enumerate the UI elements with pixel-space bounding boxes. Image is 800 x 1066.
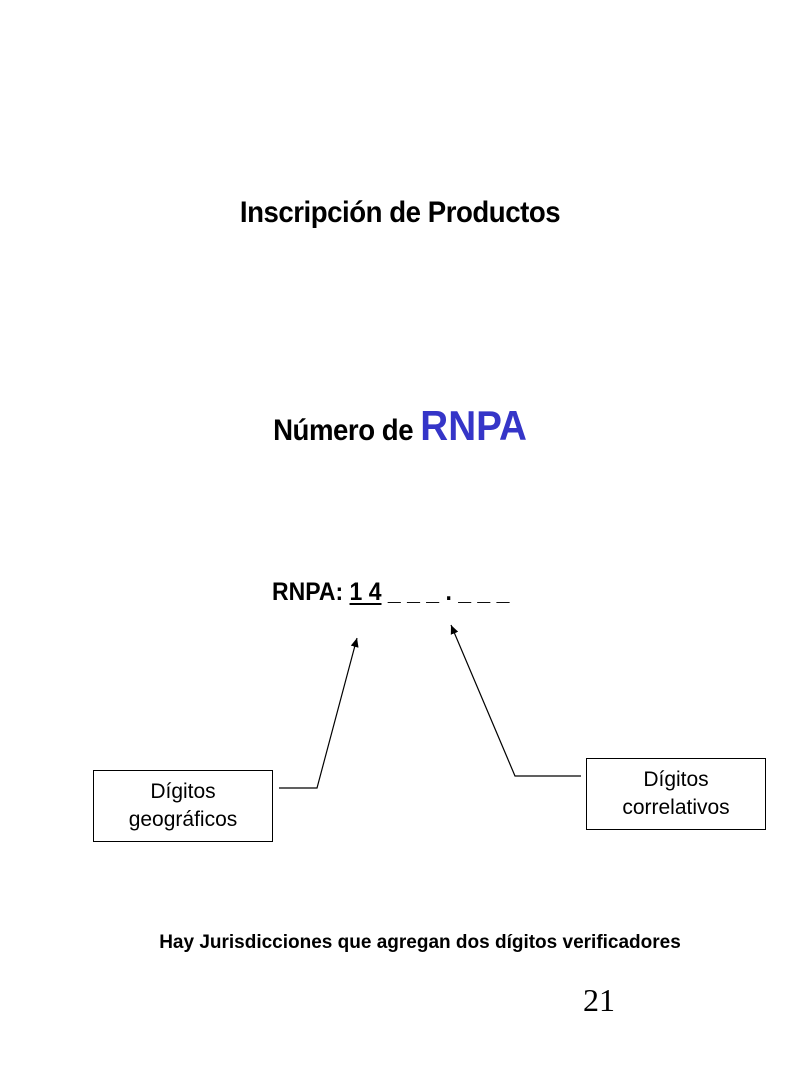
subtitle: Número de RNPA [32,402,768,450]
rnpa-placeholder-digits: _ _ _ . _ _ _ [381,578,510,606]
callout-geographic-digits: Dígitos geográficos [93,770,273,842]
footnote: Hay Jurisdicciones que agregan dos dígit… [159,932,681,953]
callout-correlative-digits: Dígitos correlativos [586,758,766,830]
callout-geographic-line-2: geográficos [128,808,238,831]
callout-geographic-line-1: Dígitos [150,780,216,803]
rnpa-fixed-digits: 1 4 [349,578,382,606]
subtitle-accent: RNPA [420,402,527,449]
rnpa-format: RNPA: 1 4 _ _ _ . _ _ _ [272,578,509,607]
arrow-geographic [279,637,359,789]
callout-correlative-line-2: correlativos [622,796,730,819]
subtitle-lead: Número de [273,414,421,447]
arrow-correlative [450,624,581,777]
callout-correlative-line-1: Dígitos [643,768,709,791]
rnpa-format-label: RNPA: [272,578,350,606]
page-title: Inscripción de Productos [239,196,561,229]
page-number: 21 [583,982,615,1018]
